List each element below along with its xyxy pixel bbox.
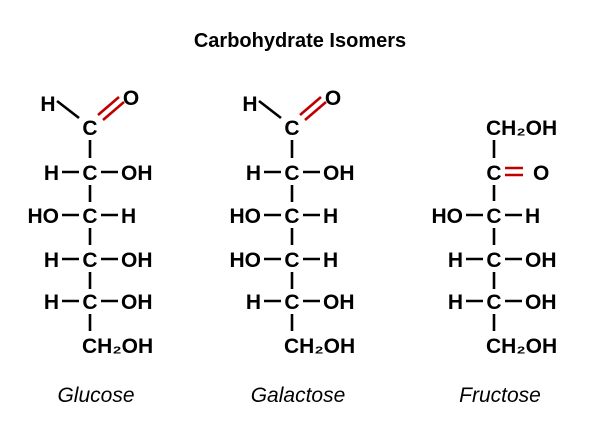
carbon-label: C: [284, 205, 299, 228]
oxygen-label: O: [123, 87, 139, 110]
carbon-label: C: [284, 291, 299, 314]
left-substituent: H: [246, 291, 261, 314]
carbon-row: C HO H: [432, 205, 540, 245]
hydrogen-label: H: [242, 93, 257, 116]
double-bond-line: [304, 101, 327, 121]
ch2oh-label: CH₂OH: [486, 335, 557, 358]
hydrogen-label: H: [40, 93, 55, 116]
carbon-row: CH OH: [246, 291, 355, 331]
left-substituent: HO: [28, 205, 60, 228]
carbon-row: CH OH: [44, 291, 153, 331]
carbon-row: CH OH: [448, 249, 557, 289]
carbon-label: C: [486, 249, 501, 272]
right-substituent: OH: [121, 162, 153, 185]
carbon-label: C: [284, 162, 299, 185]
left-substituent: H: [246, 162, 261, 185]
carbon-label: C: [486, 291, 501, 314]
left-substituent: HO: [230, 205, 262, 228]
left-substituent: H: [448, 249, 463, 272]
ch2oh-label: CH₂OH: [486, 117, 557, 140]
carbon-label: C: [82, 117, 97, 140]
carbon-label: C: [284, 117, 299, 140]
right-substituent: OH: [121, 291, 153, 314]
ch2oh-label: CH₂OH: [284, 335, 355, 358]
left-substituent: HO: [230, 249, 262, 272]
right-substituent: H: [525, 205, 540, 228]
double-bond-line: [102, 101, 125, 121]
carbon-label: C: [284, 249, 299, 272]
double-bond-line: [299, 96, 322, 116]
right-substituent: H: [121, 205, 136, 228]
molecule-name: Galactose: [251, 384, 346, 407]
carbon-label: C: [486, 205, 501, 228]
carbon-label: C: [82, 205, 97, 228]
oxygen-label: O: [325, 87, 341, 110]
carbon-row: CH OH: [44, 162, 153, 202]
single-bond: [56, 99, 80, 120]
carbon-row: C HO H: [230, 249, 338, 289]
carbon-label: C: [82, 162, 97, 185]
left-substituent: H: [44, 291, 59, 314]
molecule-name: Glucose: [57, 384, 134, 407]
left-substituent: H: [44, 162, 59, 185]
carbon-row: C HO H: [230, 205, 338, 245]
diagram-title: Carbohydrate Isomers: [194, 30, 406, 52]
right-substituent: H: [323, 249, 338, 272]
right-substituent: OH: [323, 162, 355, 185]
carbon-row: C HO H: [28, 205, 136, 245]
carbon-row: CH OH: [246, 162, 355, 202]
molecule-name: Fructose: [459, 384, 541, 407]
carbon-label: C: [82, 249, 97, 272]
double-bond-line: [97, 96, 120, 116]
right-substituent: OH: [121, 249, 153, 272]
carbon-label: C: [486, 162, 501, 185]
right-substituent: OH: [323, 291, 355, 314]
carbon-row: CH OH: [44, 249, 153, 289]
single-bond: [258, 99, 282, 120]
right-substituent: OH: [525, 291, 557, 314]
ch2oh-label: CH₂OH: [82, 335, 153, 358]
carbon-row: CH OH: [448, 291, 557, 331]
oxygen-label: O: [533, 162, 549, 185]
right-substituent: OH: [525, 249, 557, 272]
right-substituent: H: [323, 205, 338, 228]
left-substituent: H: [448, 291, 463, 314]
carbon-label: C: [82, 291, 97, 314]
left-substituent: H: [44, 249, 59, 272]
left-substituent: HO: [432, 205, 464, 228]
